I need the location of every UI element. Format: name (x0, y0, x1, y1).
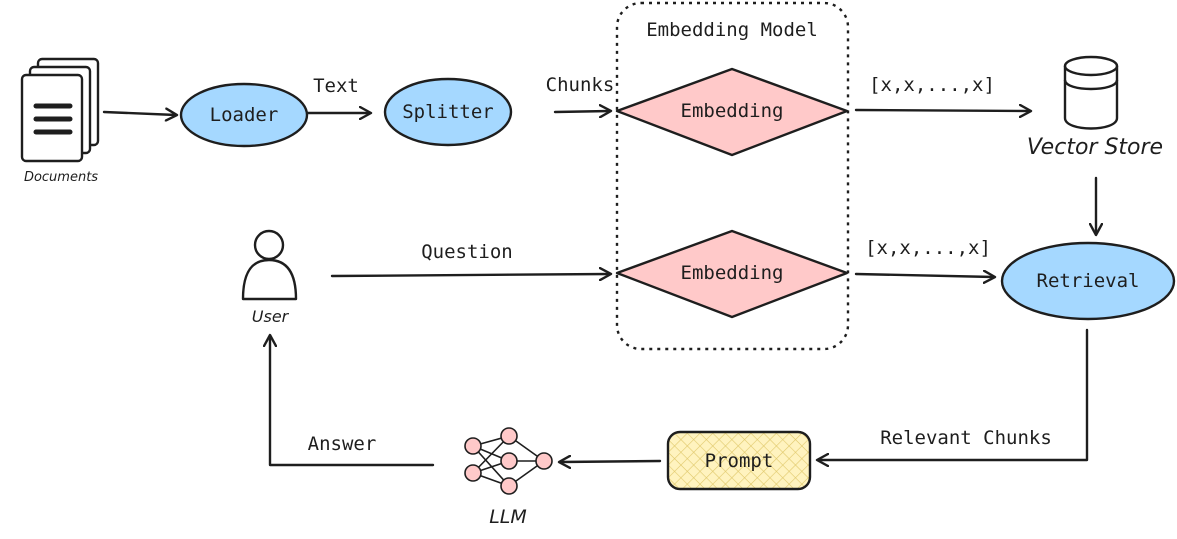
embedding-top-label: Embedding (681, 100, 784, 122)
embedding-model-group: Embedding Model (615, 1, 850, 351)
neural-network-icon (464, 427, 553, 495)
vector-store-label: Vector Store (1027, 135, 1163, 160)
edge-prompt-llm (560, 461, 662, 462)
database-icon (1063, 55, 1119, 130)
llm-label: LLM (489, 506, 527, 528)
embedding-bottom-label: Embedding (681, 262, 784, 284)
embedding-top-node: Embedding (615, 67, 849, 157)
splitter-node: Splitter (383, 77, 513, 147)
edge-documents-loader (102, 112, 176, 115)
edge-label-answer: Answer (308, 433, 377, 455)
embedding-bottom-node: Embedding (615, 229, 849, 319)
splitter-label: Splitter (402, 101, 494, 123)
prompt-label: Prompt (705, 450, 774, 472)
user-icon (241, 229, 298, 301)
prompt-node: Prompt (666, 430, 812, 491)
documents-icon (20, 57, 100, 163)
edge-retrieval-prompt (818, 328, 1089, 460)
loader-label: Loader (210, 104, 279, 126)
retrieval-label: Retrieval (1037, 270, 1140, 292)
edge-splitter-embedding (553, 111, 610, 112)
edge-label-vector-bottom: [x,x,...,x] (865, 237, 991, 259)
edge-embedding-retrieval (854, 274, 994, 277)
edge-llm-user (270, 336, 435, 467)
edge-label-text: Text (313, 75, 359, 97)
edges (102, 110, 1096, 467)
embedding-model-title: Embedding Model (646, 19, 818, 41)
edge-user-embedding (330, 274, 610, 276)
edge-label-vector-top: [x,x,...,x] (869, 74, 995, 96)
edge-label-question: Question (421, 241, 513, 263)
retrieval-node: Retrieval (1000, 241, 1176, 321)
edge-label-chunks: Chunks (546, 74, 615, 96)
user-label: User (252, 307, 290, 326)
edge-label-relevant-chunks: Relevant Chunks (880, 427, 1052, 449)
documents-label: Documents (24, 170, 98, 185)
loader-node: Loader (179, 82, 309, 148)
edge-embedding-vector-store (854, 110, 1030, 111)
